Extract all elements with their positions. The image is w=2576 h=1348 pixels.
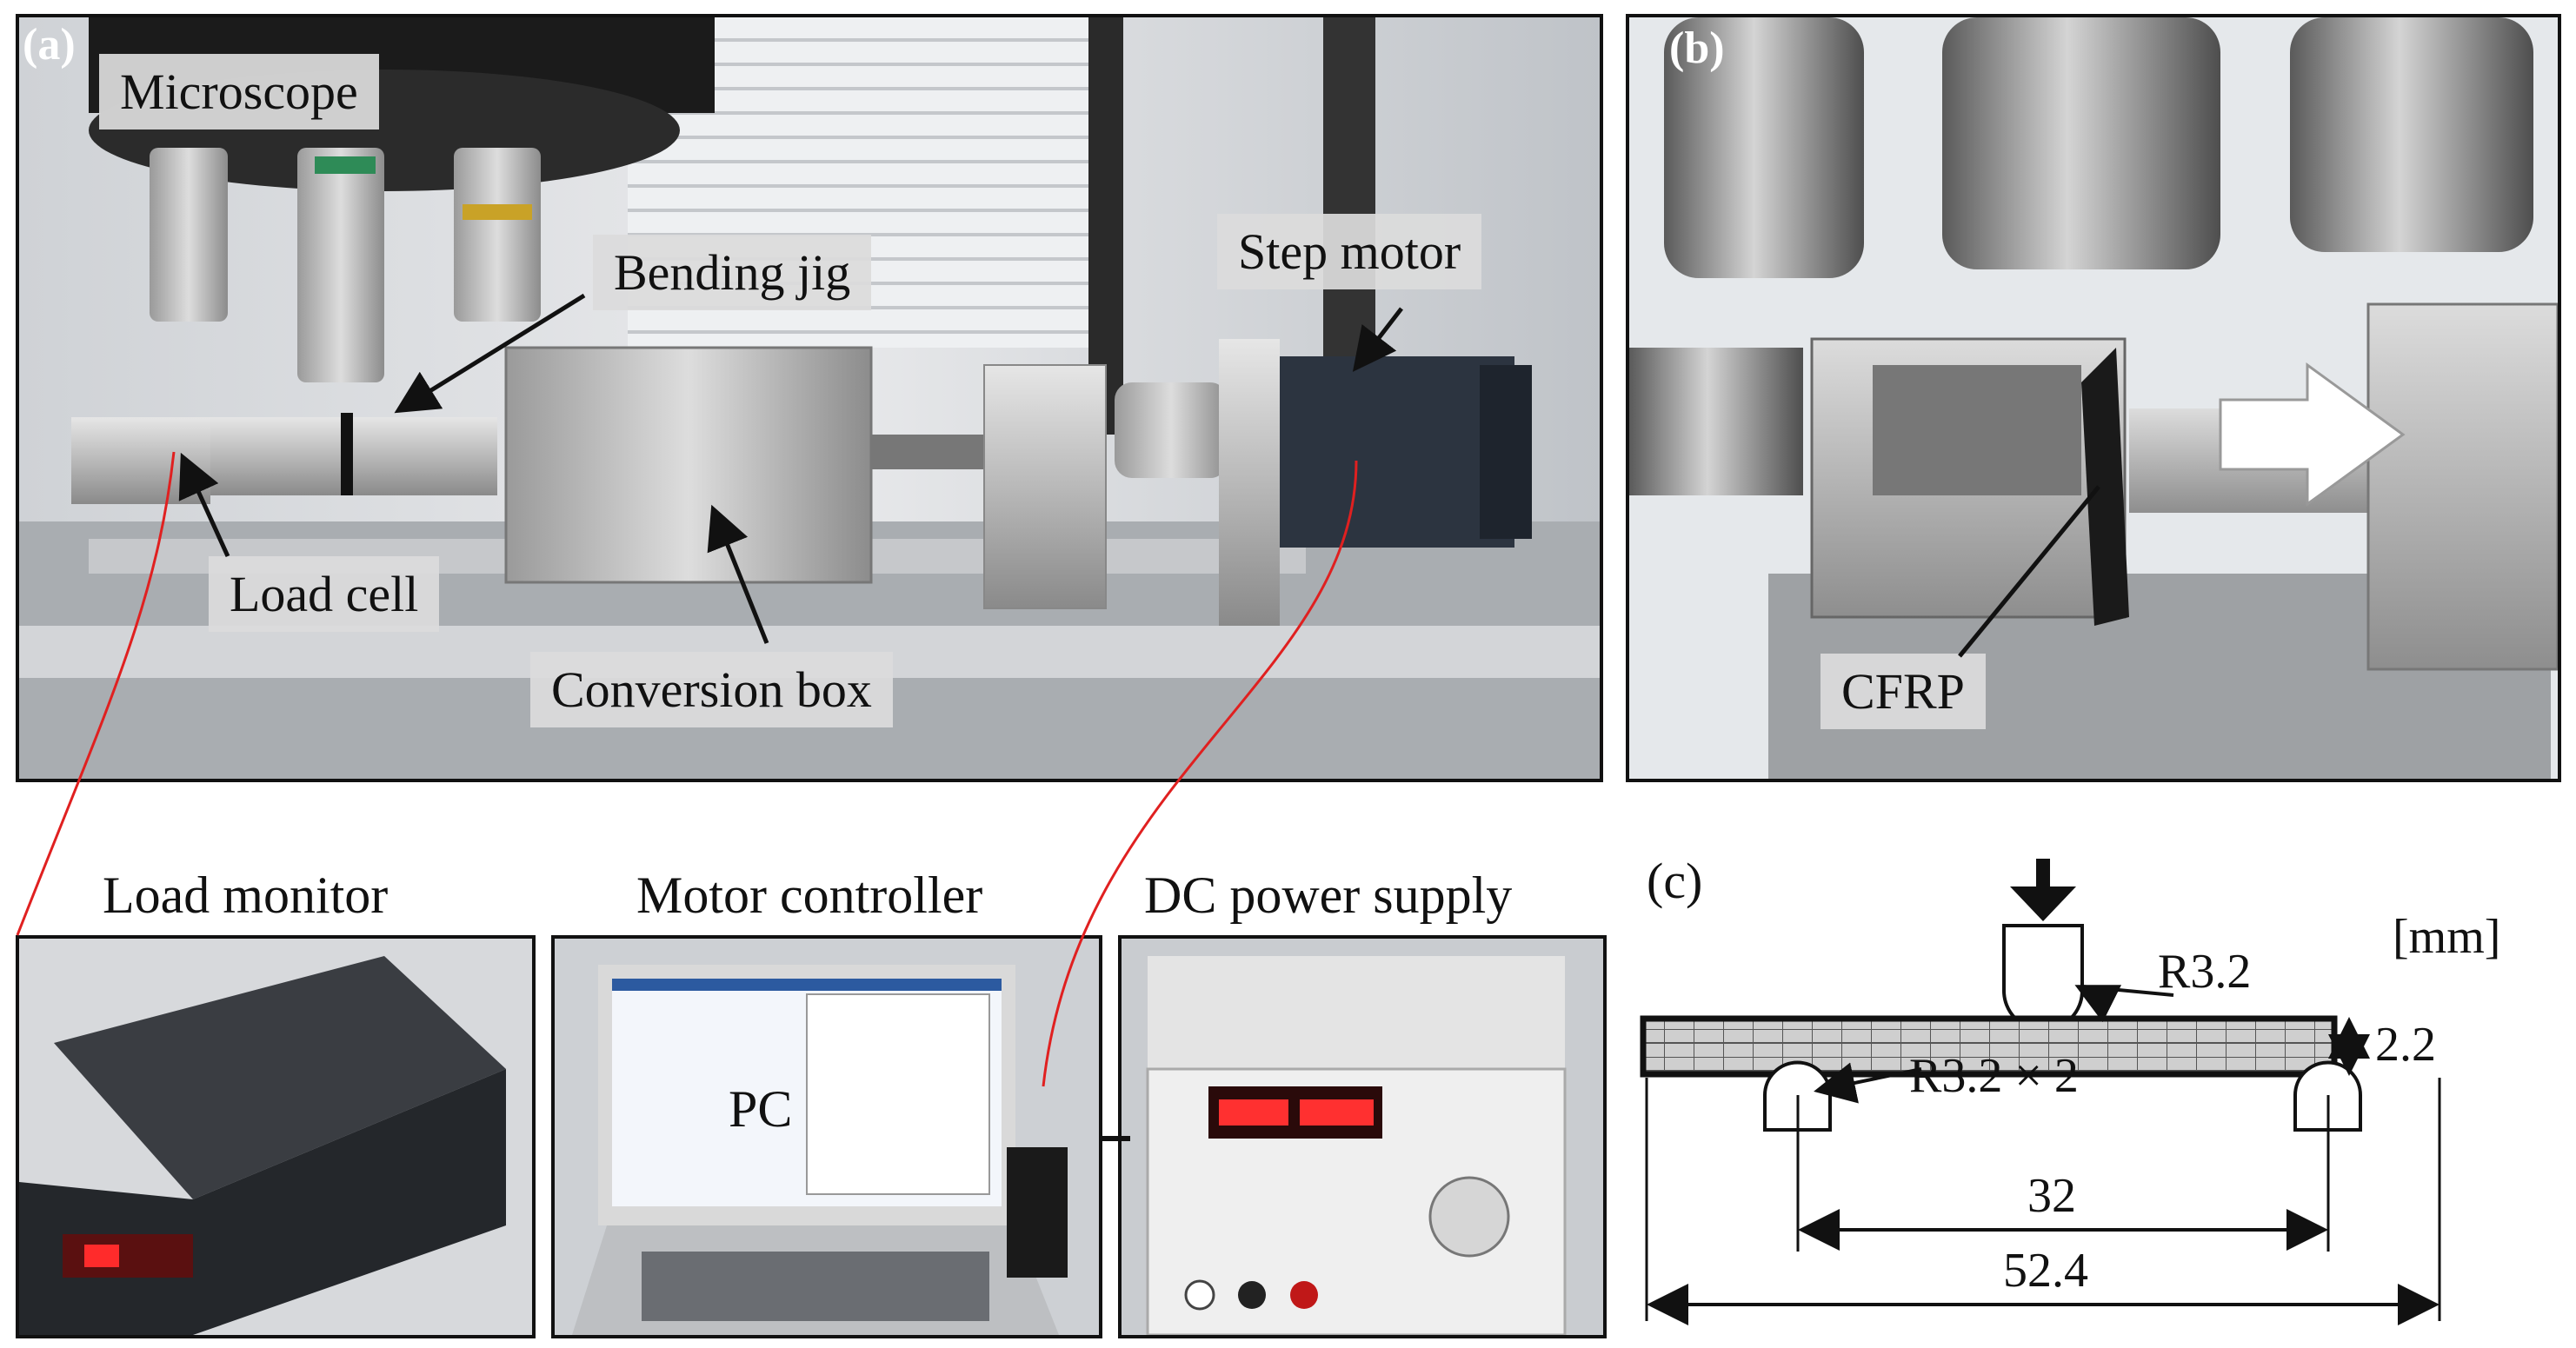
dc-power-supply-title: DC power supply [1144, 867, 1513, 924]
indenter-radius-label: R3.2 [2158, 945, 2252, 999]
panel-c-schematic: (c) [mm] R3.2 2. [1634, 834, 2576, 1348]
panel-a-label: (a) [23, 20, 76, 70]
panel-a-photo: (a) Microscope Bending jig Step motor Lo… [16, 14, 1603, 782]
load-monitor-illustration [19, 939, 532, 1335]
panel-a-arrows [178, 293, 1403, 644]
panel-b-label: (b) [1669, 23, 1725, 73]
motor-controller-photo: PC [551, 935, 1102, 1338]
bending-schematic [1640, 859, 2441, 1325]
laptop-illustration [555, 939, 1099, 1335]
support-radius-label: R3.2 × 2 [1909, 1049, 2079, 1103]
load-cell-callout: Load cell [209, 556, 440, 632]
bending-jig-callout: Bending jig [593, 235, 872, 310]
panel-b-photo: (b) CFRP [1626, 14, 2561, 782]
motor-controller-title: Motor controller [636, 867, 983, 924]
span-label: 32 [2027, 1169, 2076, 1223]
panel-c-label: (c) [1647, 853, 1703, 909]
microscope-callout: Microscope [99, 54, 379, 129]
panel-b-illustration [1629, 17, 2558, 779]
length-label: 52.4 [2003, 1244, 2088, 1298]
dc-power-supply-photo [1118, 935, 1607, 1338]
load-monitor-photo [16, 935, 536, 1338]
cfrp-callout: CFRP [1821, 654, 1986, 729]
power-supply-illustration [1122, 939, 1603, 1335]
unit-label: [mm] [2393, 910, 2501, 964]
pc-label: PC [729, 1080, 793, 1138]
load-monitor-title: Load monitor [103, 867, 389, 924]
panel-b-arrows [1958, 485, 2100, 658]
conversion-box-callout: Conversion box [530, 652, 893, 727]
step-motor-callout: Step motor [1217, 214, 1482, 289]
thickness-label: 2.2 [2375, 1018, 2436, 1072]
